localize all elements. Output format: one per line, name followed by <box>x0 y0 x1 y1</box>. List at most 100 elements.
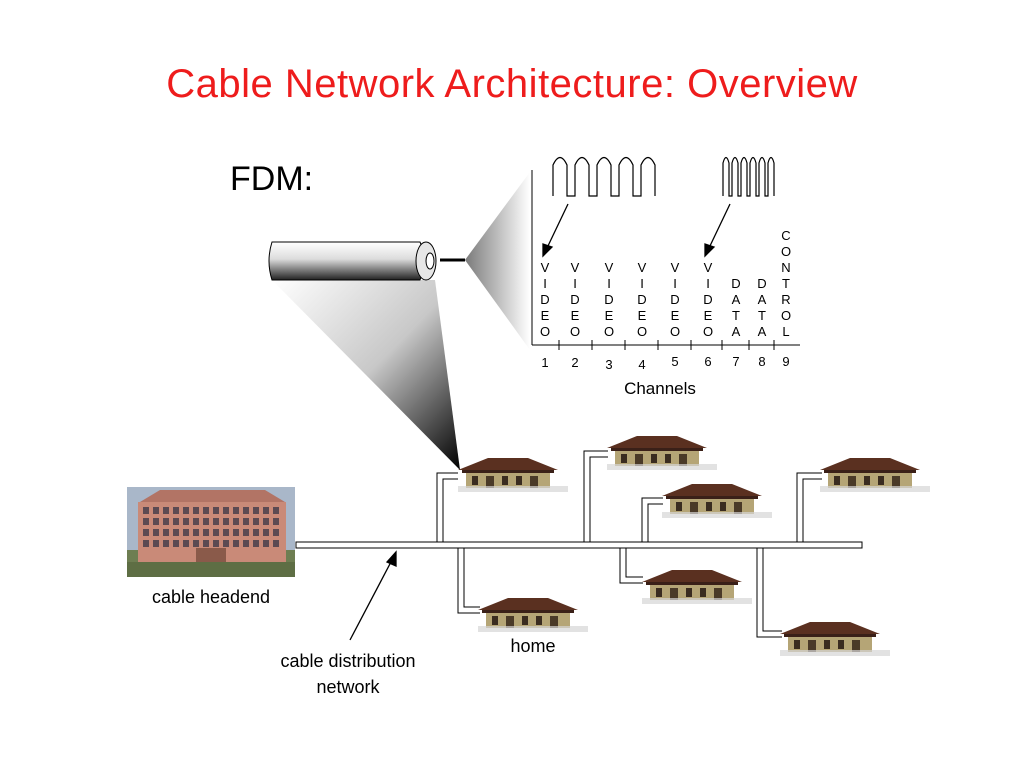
waveform-low-freq <box>552 156 656 197</box>
home-6 <box>642 570 752 604</box>
zoom-cone <box>465 172 530 350</box>
home-5 <box>478 598 588 632</box>
channel-number: 3 <box>605 357 612 372</box>
coax-cable <box>268 241 437 281</box>
home-1 <box>458 458 568 492</box>
home-7 <box>780 622 890 656</box>
building-window <box>243 518 249 525</box>
building-window <box>143 529 149 536</box>
cable-headend-building <box>127 487 295 577</box>
building-window <box>153 518 159 525</box>
building-window <box>253 529 259 536</box>
building-window <box>183 518 189 525</box>
channel-ticks <box>558 340 775 350</box>
home-2 <box>607 436 717 470</box>
building-window <box>233 518 239 525</box>
building-window <box>223 518 229 525</box>
channels-axis-label: Channels <box>624 379 696 398</box>
building-window <box>233 540 239 547</box>
building-window <box>273 518 279 525</box>
building-window <box>263 529 269 536</box>
channel-number: 8 <box>758 354 765 369</box>
distribution-arrow <box>349 550 397 641</box>
building-window <box>153 507 159 514</box>
building-window <box>243 540 249 547</box>
building-window <box>173 540 179 547</box>
building-window <box>153 529 159 536</box>
building-window <box>273 540 279 547</box>
building-window <box>193 540 199 547</box>
distribution-label-line2: network <box>316 677 380 697</box>
building-window <box>273 507 279 514</box>
building-window <box>223 529 229 536</box>
building-window <box>203 540 209 547</box>
building-window <box>233 529 239 536</box>
building-window <box>183 507 189 514</box>
building-window <box>143 507 149 514</box>
distribution-network <box>295 450 863 638</box>
building-window <box>193 518 199 525</box>
magnify-cone <box>272 280 460 470</box>
building-window <box>163 507 169 514</box>
building-window <box>223 507 229 514</box>
building-window <box>253 507 259 514</box>
slide-title: Cable Network Architecture: Overview <box>166 62 858 106</box>
building-window <box>163 540 169 547</box>
channel-number: 2 <box>571 355 578 370</box>
building-window <box>213 540 219 547</box>
building-window <box>273 529 279 536</box>
building-window <box>253 518 259 525</box>
channel-number: 9 <box>782 354 789 369</box>
channel-axes <box>531 170 800 346</box>
building-window <box>203 529 209 536</box>
building-window <box>173 518 179 525</box>
building-window <box>173 507 179 514</box>
building-window <box>143 518 149 525</box>
building-window <box>263 507 269 514</box>
building-window <box>183 540 189 547</box>
channel-number: 1 <box>541 355 548 370</box>
building-window <box>163 529 169 536</box>
home-label: home <box>510 636 555 656</box>
home-4 <box>820 458 930 492</box>
building-window <box>193 507 199 514</box>
building-window <box>243 529 249 536</box>
distribution-label-line1: cable distribution <box>280 651 415 671</box>
building-window <box>243 507 249 514</box>
building-window <box>203 518 209 525</box>
channel-numbers: 1 2 3 4 5 6 7 8 9 <box>541 354 789 372</box>
building-window <box>223 540 229 547</box>
building-window <box>143 540 149 547</box>
fdm-label: FDM: <box>230 160 314 198</box>
building-window <box>163 518 169 525</box>
channel-number: 4 <box>638 357 645 372</box>
building-window <box>263 518 269 525</box>
channel-number: 6 <box>704 354 711 369</box>
building-window <box>193 529 199 536</box>
building-window <box>233 507 239 514</box>
building-window <box>183 529 189 536</box>
building-window <box>213 518 219 525</box>
building-window <box>173 529 179 536</box>
building-window <box>253 540 259 547</box>
channel-number: 5 <box>671 354 678 369</box>
home-3 <box>662 484 772 518</box>
building-window <box>213 529 219 536</box>
building-window <box>203 507 209 514</box>
channel-number: 7 <box>732 354 739 369</box>
headend-label: cable headend <box>152 587 270 607</box>
waveform-arrows <box>542 203 731 258</box>
building-window <box>213 507 219 514</box>
building-window <box>263 540 269 547</box>
